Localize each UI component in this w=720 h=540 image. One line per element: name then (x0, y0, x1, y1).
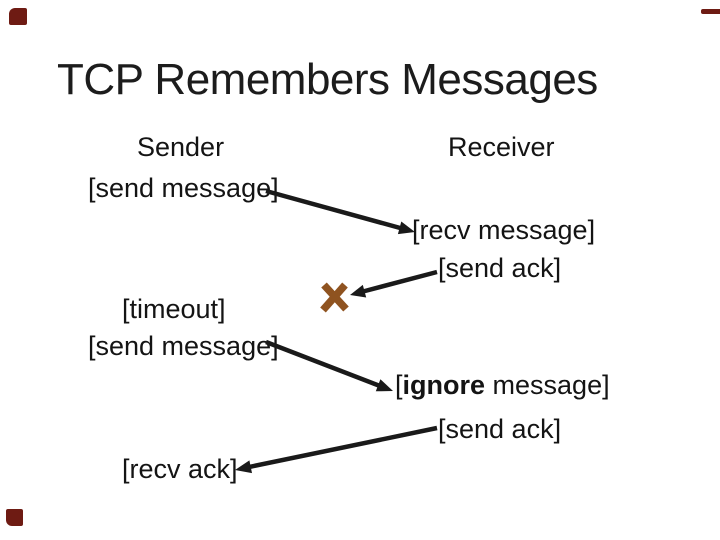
label-send-ack-2: [send ack] (438, 414, 562, 444)
label-send-ack-1: [send ack] (438, 253, 562, 283)
ignore-bold-word: ignore (402, 370, 486, 400)
label-ignore-message: [ignore message] (395, 371, 610, 399)
border-fragment-top-left (9, 8, 27, 25)
arrow-resend-to-ignore (265, 339, 393, 392)
arrow-send-to-recv (265, 188, 415, 235)
label-recv-message: [recv message] (412, 215, 596, 245)
slide-title: TCP Remembers Messages (57, 55, 598, 104)
sender-column-header: Sender (137, 132, 225, 162)
border-fragment-top-right (701, 9, 720, 14)
label-timeout: [timeout] (122, 294, 226, 324)
label-send-message-2: [send message] (88, 331, 279, 361)
border-fragment-bottom-left (6, 509, 23, 526)
arrow-ack-to-recv-ack (235, 425, 438, 474)
ignore-open-bracket: [ (395, 370, 403, 400)
label-send-message-1: [send message] (88, 173, 279, 203)
lost-packet-x-icon (320, 282, 349, 313)
arrow-ack-lost (350, 269, 438, 298)
receiver-column-header: Receiver (448, 132, 555, 162)
ignore-rest-text: message] (485, 370, 610, 400)
label-recv-ack: [recv ack] (122, 454, 238, 484)
